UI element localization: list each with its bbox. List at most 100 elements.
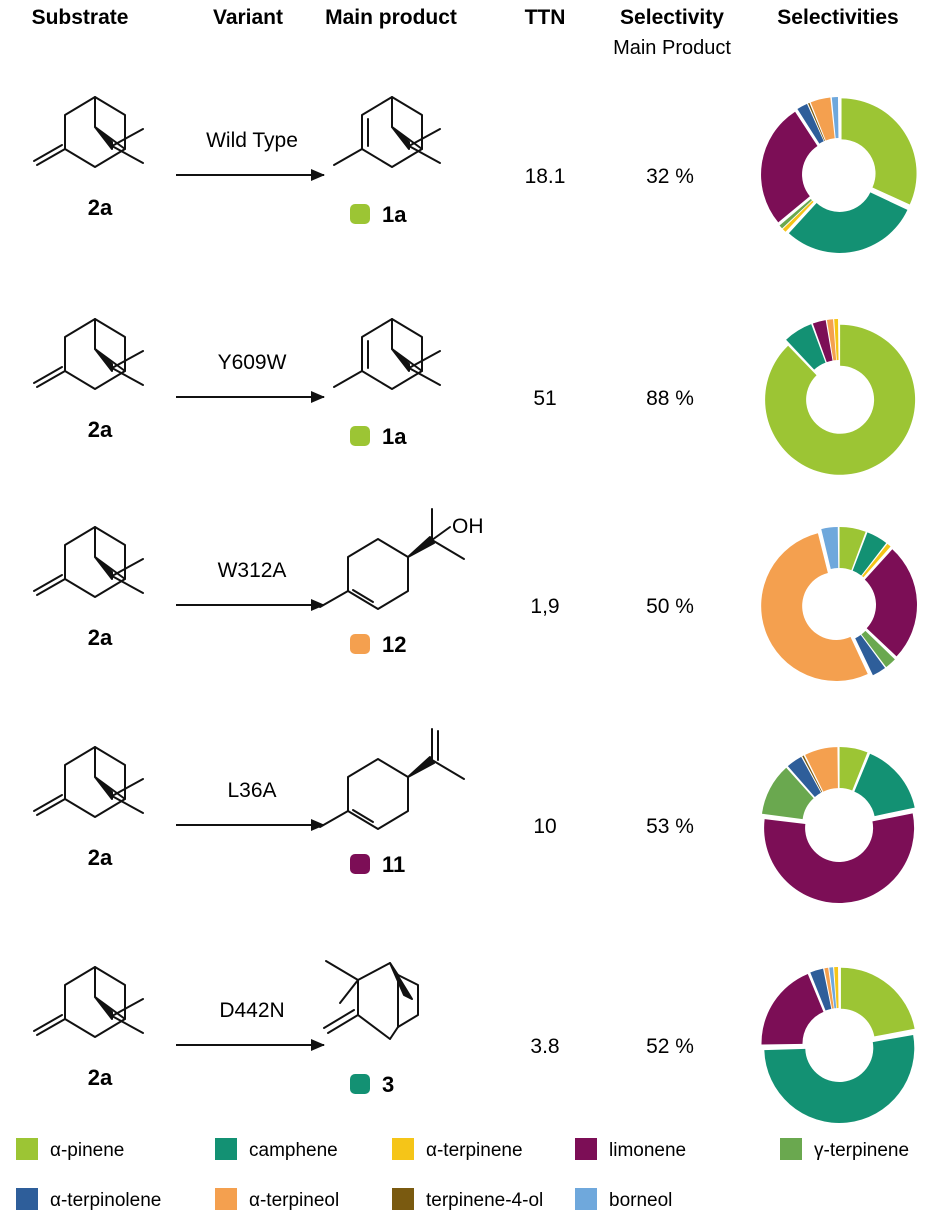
legend-label: α-terpinolene [50, 1190, 161, 1211]
variant-label: D442N [219, 999, 284, 1022]
donut-slice-a-terpinene [834, 319, 839, 361]
donut-slice-a-terpineol [826, 319, 837, 361]
donut-slice-a-terpineol [761, 533, 868, 681]
legend-item: limonene [575, 1138, 686, 1161]
substrate-label: 2a [88, 195, 113, 220]
donut-slice-terpinene-4-ol [808, 102, 825, 142]
donut-slice-a-terpinene [862, 543, 891, 578]
ttn-value: 18.1 [525, 165, 566, 188]
product-color-swatch [350, 854, 370, 874]
product-structure [333, 318, 441, 390]
donut-slice-camphene [764, 1034, 915, 1123]
product-structure [319, 508, 465, 610]
substrate-structure [33, 526, 144, 598]
donut-slice-g-terpinene [861, 630, 895, 668]
product-label: 11 [382, 852, 405, 877]
legend-label: α-terpineol [249, 1190, 339, 1211]
substrate-structure [33, 746, 144, 818]
table-header: Substrate Variant Main product TTN Selec… [32, 6, 899, 59]
donut-slice-a-terpinene [834, 967, 839, 1009]
variant-label: L36A [227, 779, 276, 802]
donut-slice-limonene [812, 320, 833, 363]
ttn-value: 51 [533, 387, 556, 410]
donut-slice-a-terpinolene [787, 756, 821, 797]
donut-slice-borneol [831, 97, 839, 139]
donut-slice-a-terpinene [782, 200, 814, 232]
donut-slice-borneol [821, 527, 839, 569]
selectivity-value: 52 % [646, 1035, 694, 1058]
product-label: 3 [382, 1072, 394, 1097]
legend-item: α-terpinolene [16, 1188, 161, 1211]
donut-slice-a-pinene [839, 747, 868, 791]
legend-item: camphene [215, 1138, 338, 1161]
ttn-value: 10 [533, 815, 556, 838]
legend-item: γ-terpinene [780, 1138, 909, 1161]
donut-slice-limonene [761, 111, 818, 223]
donut-slice-a-pinene [765, 324, 916, 475]
donut-slice-a-pinene [841, 98, 917, 205]
donut-chart [761, 967, 915, 1123]
product-structure [333, 96, 441, 168]
legend-item: borneol [575, 1188, 672, 1211]
legend-label: limonene [609, 1140, 686, 1161]
ttn-value: 3.8 [530, 1035, 559, 1058]
product-structure [319, 728, 465, 830]
legend-item: α-terpineol [215, 1188, 339, 1211]
donut-slice-camphene [852, 532, 887, 576]
donut-slice-a-terpineol [805, 747, 838, 792]
header-ttn: TTN [525, 6, 566, 29]
legend-swatch [780, 1138, 802, 1160]
legend-swatch [215, 1138, 237, 1160]
legend-swatch [215, 1188, 237, 1210]
donut-slice-a-terpineol [824, 967, 834, 1009]
ttn-value: 1,9 [530, 595, 559, 618]
legend-label: α-pinene [50, 1140, 124, 1161]
legend-swatch [392, 1188, 414, 1210]
header-main-product: Main product [325, 6, 457, 29]
selectivity-value: 88 % [646, 387, 694, 410]
product-color-swatch [350, 426, 370, 446]
header-substrate: Substrate [32, 6, 129, 29]
product-label: 1a [382, 202, 407, 227]
donut-slice-camphene [786, 324, 826, 370]
hydroxyl-label: OH [452, 515, 484, 538]
donut-slice-g-terpinene [779, 198, 812, 229]
substrate-label: 2a [88, 845, 113, 870]
legend-swatch [392, 1138, 414, 1160]
substrate-structure [33, 96, 144, 168]
header-selectivity-sub: Main Product [613, 37, 731, 59]
header-selectivities: Selectivities [777, 6, 898, 29]
product-color-swatch [350, 1074, 370, 1094]
donut-slice-a-terpinolene [855, 634, 886, 676]
donut-slice-a-pinene [839, 527, 866, 571]
donut-slice-a-terpinolene [810, 968, 832, 1011]
donut-slice-g-terpinene [761, 767, 814, 820]
donut-slice-limonene [764, 813, 915, 903]
reaction-row: 2a Wild Type 1a 18.1 32 % [33, 96, 694, 227]
selectivity-donut-charts [761, 97, 917, 1123]
substrate-structure [33, 318, 144, 390]
legend-swatch [575, 1138, 597, 1160]
legend-label: borneol [609, 1190, 672, 1211]
product-color-swatch [350, 634, 370, 654]
substrate-label: 2a [88, 625, 113, 650]
legend-label: γ-terpinene [814, 1140, 909, 1161]
donut-slice-a-terpinolene [797, 103, 824, 144]
substrate-label: 2a [88, 1065, 113, 1090]
donut-chart [761, 97, 917, 253]
donut-slice-limonene [864, 549, 917, 657]
product-label: 12 [382, 632, 406, 657]
legend-label: α-terpinene [426, 1140, 523, 1161]
donut-chart [761, 527, 917, 681]
legend-swatch [575, 1188, 597, 1210]
legend-swatch [16, 1138, 38, 1160]
donut-chart [765, 319, 916, 475]
product-label: 1a [382, 424, 407, 449]
substrate-label: 2a [88, 417, 113, 442]
legend-label: terpinene-4-ol [426, 1190, 543, 1211]
variant-label: Wild Type [206, 129, 298, 152]
selectivity-value: 32 % [646, 165, 694, 188]
